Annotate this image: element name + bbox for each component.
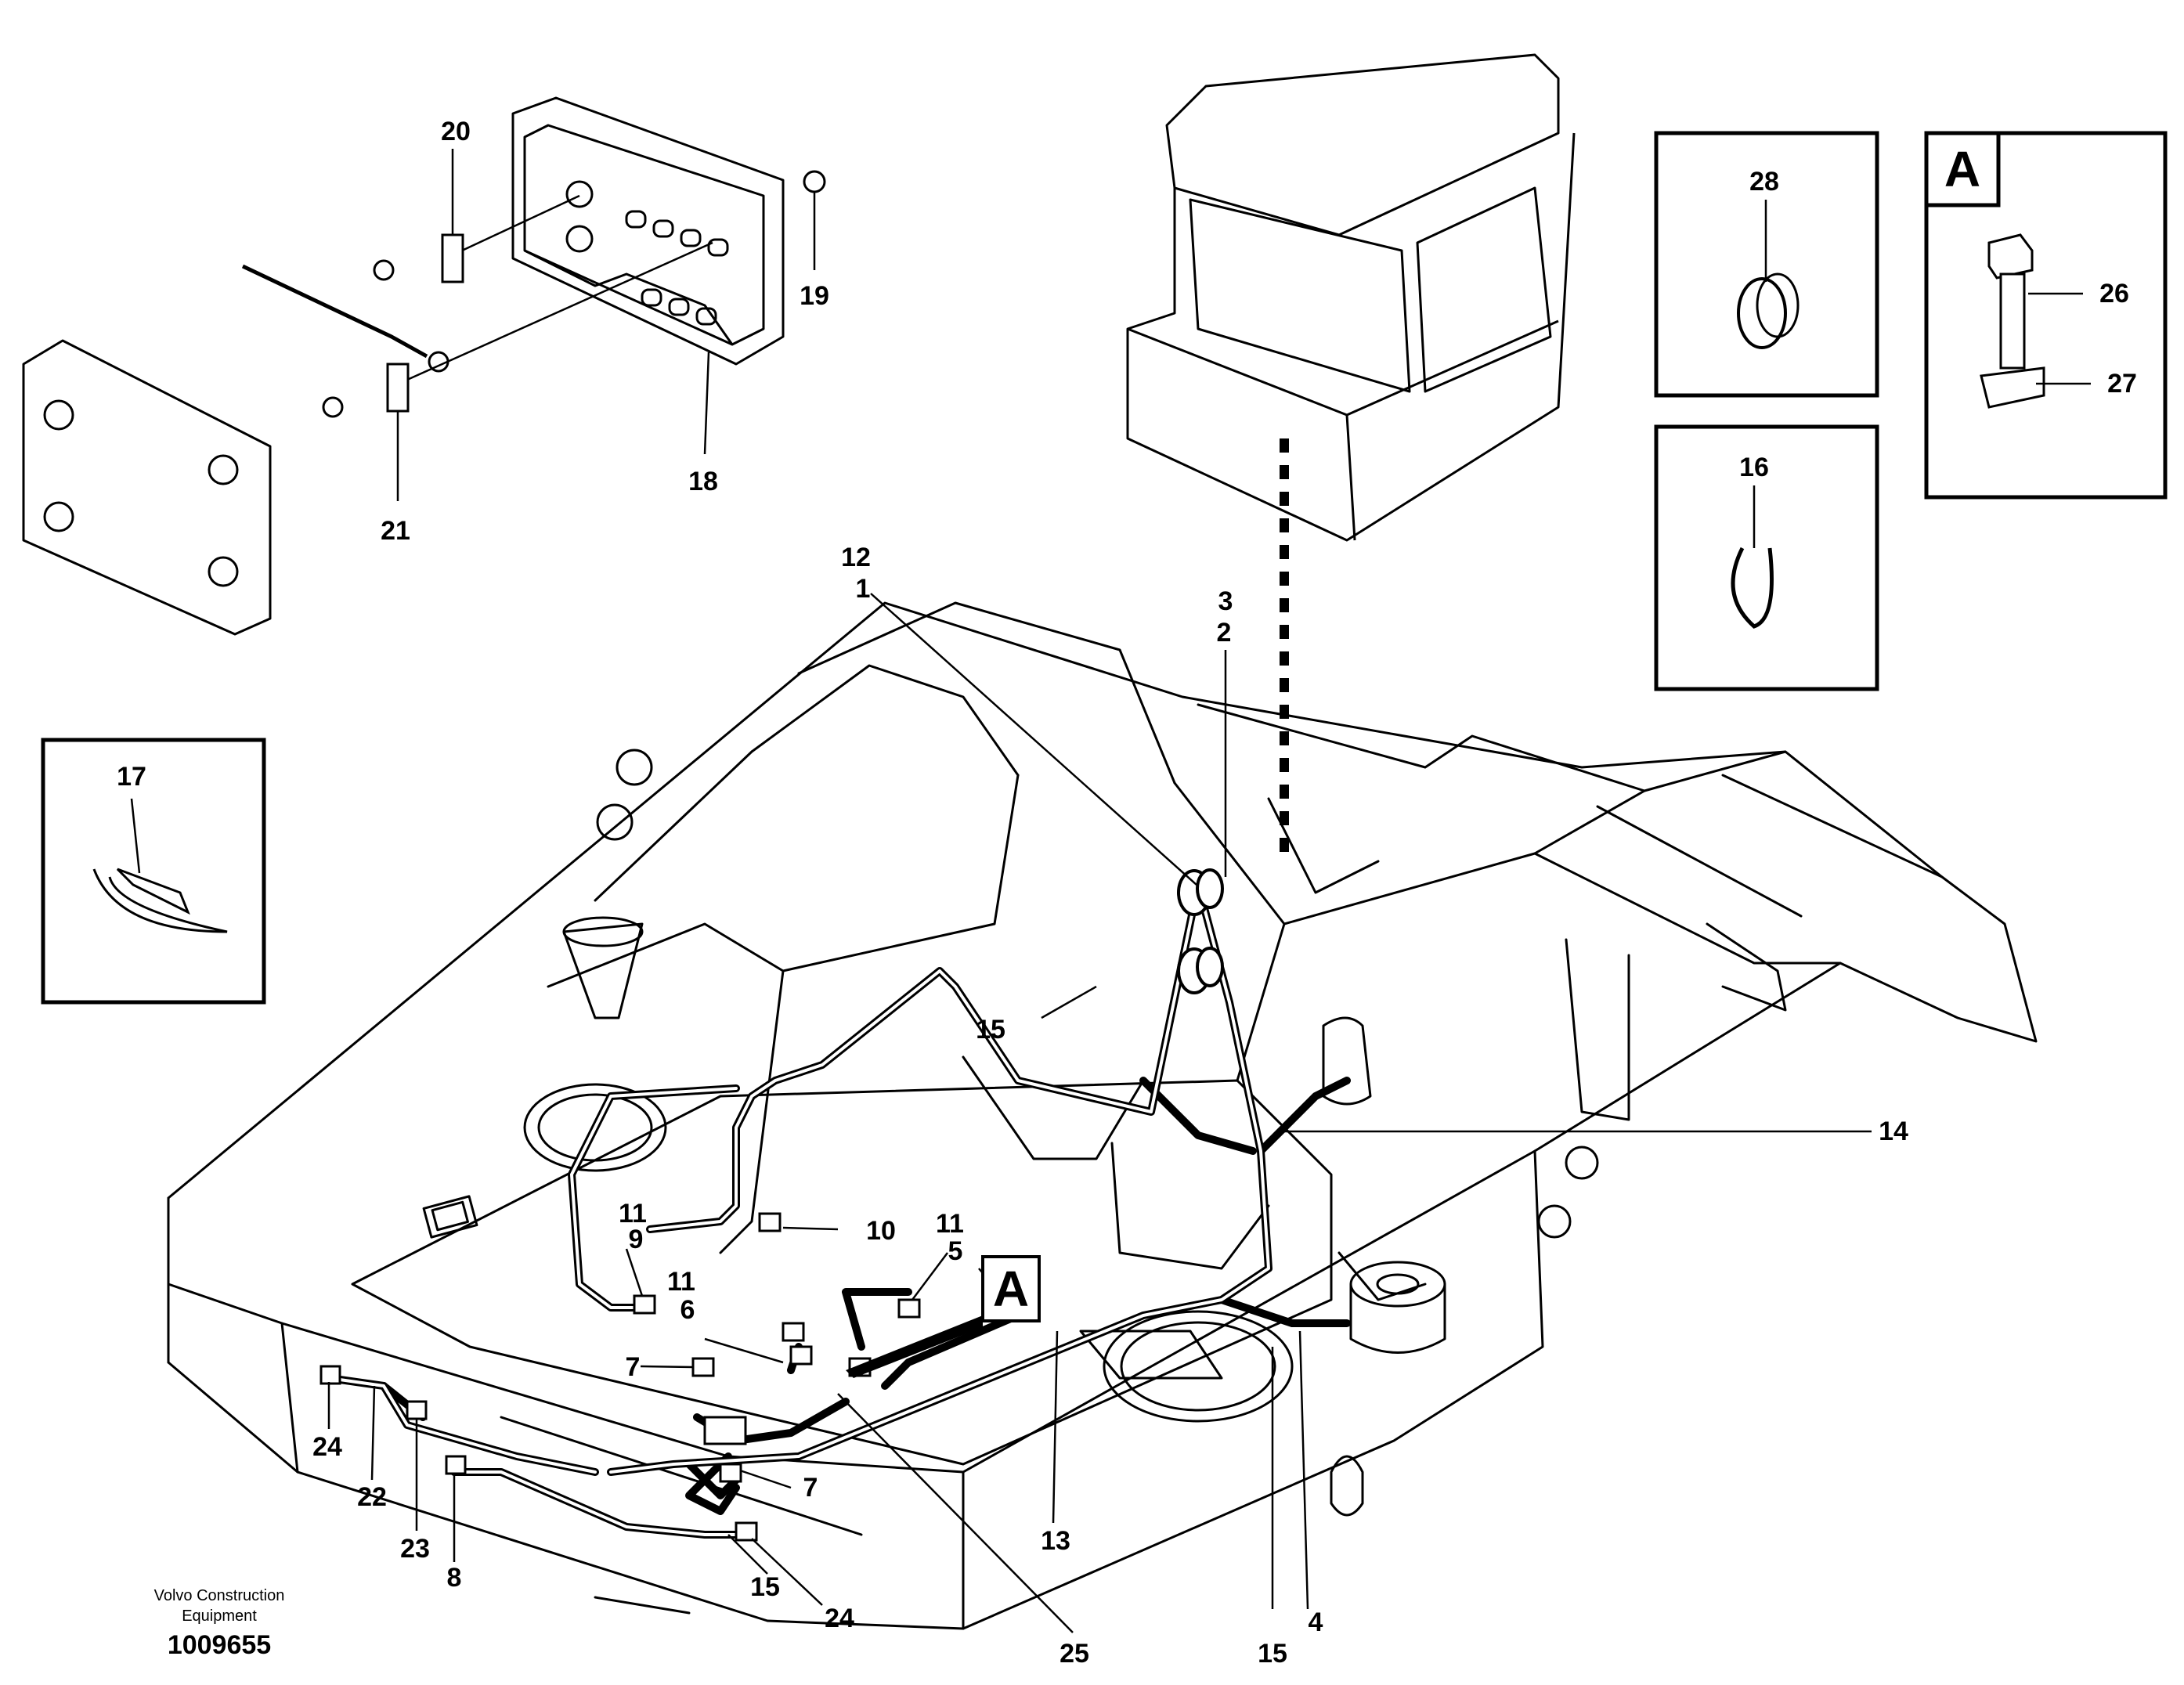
callout-11-mid: 11 — [667, 1267, 695, 1297]
manufacturer-caption-line1: Volvo Construction — [153, 1587, 285, 1604]
callout-17: 17 — [117, 762, 146, 792]
callout-1: 1 — [855, 574, 871, 604]
callout-5: 5 — [948, 1236, 963, 1266]
callout-10: 10 — [866, 1216, 896, 1246]
frame-lamps — [562, 749, 1599, 1239]
callout-2: 2 — [1216, 618, 1232, 648]
callout-26: 26 — [2099, 279, 2129, 308]
document-number: 1009655 — [167, 1630, 272, 1660]
callout-7-left: 7 — [625, 1352, 641, 1382]
callout-25: 25 — [1060, 1639, 1089, 1669]
detail-box-16 — [1654, 424, 1879, 691]
access-plates — [422, 1083, 1364, 1517]
callout-11-left: 11 — [619, 1199, 647, 1229]
callout-19: 19 — [800, 281, 829, 311]
detail-box-17 — [41, 738, 266, 1005]
connectors — [319, 1212, 921, 1542]
cab — [1126, 53, 1576, 861]
fuses-and-nuts — [322, 170, 826, 418]
reservoir-tank — [1349, 1261, 1446, 1354]
callout-16: 16 — [1739, 453, 1769, 482]
callout-27: 27 — [2107, 369, 2137, 399]
grommets — [1177, 868, 1224, 994]
callout-18: 18 — [688, 467, 718, 496]
callout-3: 3 — [1218, 586, 1233, 616]
callout-28: 28 — [1749, 167, 1779, 197]
top-leaders — [396, 149, 816, 501]
callout-7-right: 7 — [803, 1473, 818, 1503]
callout-23: 23 — [400, 1534, 430, 1564]
callout-15-top: 15 — [976, 1015, 1005, 1045]
callout-21: 21 — [381, 516, 410, 546]
callout-20: 20 — [441, 117, 471, 146]
detail-box-a — [1924, 131, 2168, 500]
mounting-plate — [22, 264, 428, 636]
electronic-control-unit — [511, 96, 785, 366]
callout-11-right: 11 — [936, 1209, 964, 1239]
view-a-marker — [846, 1255, 1041, 1378]
callout-13: 13 — [1041, 1526, 1070, 1556]
callout-14: 14 — [1879, 1117, 1908, 1146]
right-housing — [1322, 1016, 1372, 1106]
frame-outline — [167, 601, 2038, 1630]
callout-24-bottom: 24 — [825, 1604, 854, 1633]
callout-12: 12 — [841, 543, 871, 572]
callout-15-bottom-right: 15 — [1258, 1639, 1287, 1669]
callout-8: 8 — [446, 1563, 462, 1593]
callout-15-bottom-left: 15 — [750, 1572, 780, 1602]
detail-box-28 — [1654, 131, 1879, 398]
manufacturer-caption-line2: Equipment — [182, 1607, 257, 1625]
callout-24-left: 24 — [312, 1432, 342, 1462]
view-a-label: A — [992, 1261, 1030, 1317]
callout-22: 22 — [357, 1482, 387, 1512]
callout-9: 9 — [628, 1225, 644, 1254]
callout-6: 6 — [680, 1295, 695, 1325]
leader-lines — [327, 593, 1872, 1633]
detail-a-label: A — [1944, 141, 1981, 197]
callout-4: 4 — [1308, 1607, 1323, 1637]
